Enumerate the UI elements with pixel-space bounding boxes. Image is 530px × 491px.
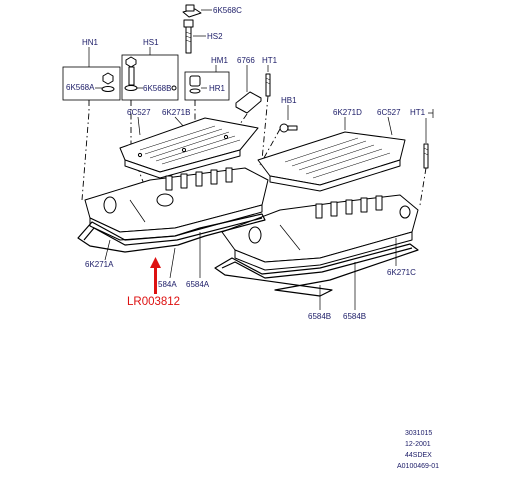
label-6k271b: 6K271B (162, 108, 190, 117)
label-6k568a: 6K568A (66, 83, 95, 92)
footer-line-1: 3031015 (405, 430, 432, 437)
label-6k568c: 6K568C (213, 6, 242, 15)
label-hs2: HS2 (207, 32, 223, 41)
label-6k568b: 6K568B (143, 84, 171, 93)
part-number-annotation: LR003812 (127, 296, 180, 308)
rocker-cover-6k271c (221, 194, 419, 271)
label-6584a: 6584A (186, 280, 210, 289)
label-hb1: HB1 (281, 96, 297, 105)
box-hn1 (62, 66, 121, 101)
label-ht1-right: HT1 (410, 108, 426, 117)
label-ht1-left: HT1 (262, 56, 278, 65)
box-hs1 (121, 54, 179, 101)
footer-line-2: 12-2001 (405, 441, 431, 448)
filler-cap-6766 (235, 91, 262, 114)
label-6k271c: 6K271C (387, 268, 416, 277)
label-584a: 584A (158, 280, 177, 289)
red-arrow-icon (150, 257, 161, 294)
footer-line-4: A0100469-01 (397, 463, 439, 470)
nut-hn1 (101, 72, 115, 92)
label-hm1: HM1 (211, 56, 228, 65)
gasket-6584a (77, 213, 266, 253)
label-6c527-left: 6C527 (127, 108, 151, 117)
label-hn1: HN1 (82, 38, 99, 47)
label-hs1: HS1 (143, 38, 159, 47)
grommet-hm1 (189, 75, 201, 94)
stud-ht1-right (423, 143, 429, 169)
label-6584b-1: 6584B (308, 312, 331, 321)
label-6766: 6766 (237, 56, 255, 65)
label-6584b-2: 6584B (343, 312, 366, 321)
label-6c527-right: 6C527 (377, 108, 401, 117)
label-hr1: HR1 (209, 84, 226, 93)
stud-hs1 (124, 56, 138, 91)
clip-6k568c (182, 4, 202, 18)
footer-line-3: 44SDEX (405, 452, 432, 459)
label-6k271d: 6K271D (333, 108, 362, 117)
bolt-hs2 (183, 19, 194, 54)
reference-footer: 3031015 12-2001 44SDEX A0100469-01 (397, 430, 439, 470)
trim-cover-6k271d (257, 131, 406, 192)
gasket-6584b (214, 243, 419, 297)
label-6k271a: 6K271A (85, 260, 114, 269)
rocker-cover-6k271a (84, 167, 269, 241)
trim-cover-6k271b (119, 117, 259, 179)
bolt-hb1 (279, 123, 298, 133)
stud-ht1-left (265, 73, 271, 97)
box-hm1 (184, 71, 230, 101)
